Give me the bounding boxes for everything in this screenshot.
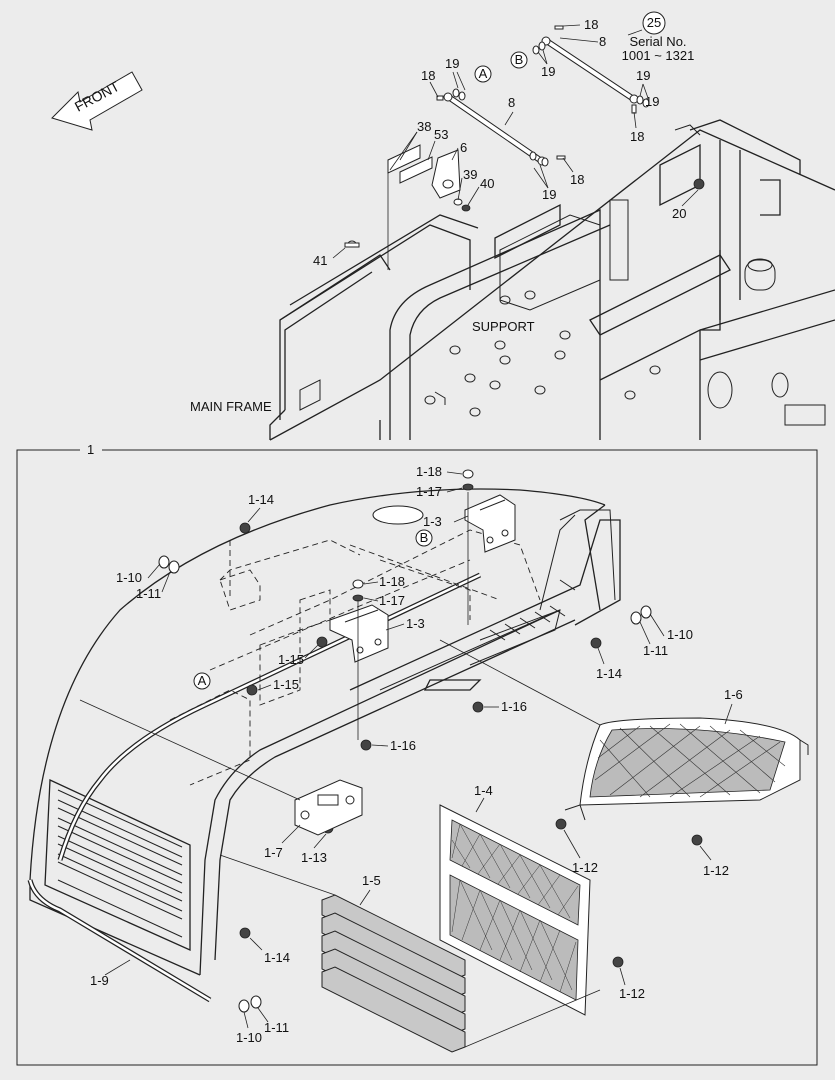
serial-range-label: 1001 ~ 1321 bbox=[622, 48, 695, 63]
foam-strips-1-5 bbox=[321, 894, 466, 1053]
callout-upper-2: 19 bbox=[445, 56, 459, 71]
callout-lower-16: 1-6 bbox=[724, 687, 743, 702]
callout-lower-7: 1-17 bbox=[379, 593, 405, 608]
callout-upper-7: 18 bbox=[630, 129, 644, 144]
main-frame-structure bbox=[269, 119, 835, 441]
mesh-screen-1-6 bbox=[564, 717, 809, 821]
callout-upper-14: 39 bbox=[463, 167, 477, 182]
callout-lower-17: 1-4 bbox=[474, 783, 493, 798]
callout-lower-22: 1-12 bbox=[703, 863, 729, 878]
front-arrow: FRONT bbox=[51, 71, 143, 131]
mesh-screen-1-4 bbox=[439, 804, 591, 1016]
gas-spring-8-right bbox=[541, 36, 639, 104]
main-frame-label: MAIN FRAME bbox=[190, 399, 272, 414]
upper-leaders bbox=[332, 24, 699, 270]
hinge-1-3-top bbox=[464, 494, 516, 553]
hinge-1-3-mid bbox=[329, 604, 389, 663]
ref-a-lower: A bbox=[198, 673, 207, 688]
ref-b-upper: B bbox=[515, 52, 524, 67]
callout-lower-14: 1-16 bbox=[501, 699, 527, 714]
callout-upper-8: 19 bbox=[645, 94, 659, 109]
callout-lower-1: 1-17 bbox=[416, 484, 442, 499]
callout-lower-10: 1-11 bbox=[643, 643, 668, 658]
callout-upper-9: 19 bbox=[542, 187, 556, 202]
callout-lower-6: 1-18 bbox=[379, 574, 405, 589]
callout-upper-5: 19 bbox=[636, 68, 650, 83]
assembly-1-label: 1 bbox=[87, 442, 94, 457]
clips-and-washers bbox=[436, 25, 650, 167]
hardware-nuts-washers bbox=[158, 469, 703, 1013]
callout-upper-11: 38 bbox=[417, 119, 431, 134]
callout-lower-19: 1-13 bbox=[301, 850, 327, 865]
engine-hood bbox=[27, 488, 621, 1003]
callout-upper-4: 18 bbox=[421, 68, 435, 83]
callout-upper-18: 41 bbox=[313, 253, 327, 268]
callout-lower-18: 1-7 bbox=[264, 845, 283, 860]
callout-upper-1: 8 bbox=[599, 34, 606, 49]
callout-lower-8: 1-3 bbox=[406, 616, 425, 631]
upper-callouts: 18 8 19 19 18 19 8 18 19 19 18 38 53 6 3… bbox=[313, 17, 686, 268]
callout-25: 25 bbox=[647, 15, 661, 30]
callout-upper-6: 8 bbox=[508, 95, 515, 110]
callout-lower-15: 1-16 bbox=[390, 738, 416, 753]
callout-upper-17: 20 bbox=[672, 206, 686, 221]
support-label: SUPPORT bbox=[472, 319, 535, 334]
ref-b-lower: B bbox=[420, 530, 429, 545]
callout-lower-26: 1-11 bbox=[264, 1020, 289, 1035]
callout-lower-24: 1-9 bbox=[90, 973, 109, 988]
callout-lower-0: 1-18 bbox=[416, 464, 442, 479]
callout-lower-23: 1-14 bbox=[264, 950, 290, 965]
callout-upper-0: 18 bbox=[584, 17, 598, 32]
callout-upper-3: 19 bbox=[541, 64, 555, 79]
callout-lower-9: 1-10 bbox=[667, 627, 693, 642]
callout-lower-12: 1-15 bbox=[273, 677, 299, 692]
callout-upper-15: 40 bbox=[480, 176, 494, 191]
serial-no-label: Serial No. bbox=[629, 34, 686, 49]
callout-lower-27: 1-10 bbox=[236, 1030, 262, 1045]
callout-lower-2: 1-3 bbox=[423, 514, 442, 529]
ref-a-upper: A bbox=[479, 66, 488, 81]
callout-lower-3: 1-14 bbox=[248, 492, 274, 507]
callout-upper-12: 53 bbox=[434, 127, 448, 142]
callout-lower-20: 1-5 bbox=[362, 873, 381, 888]
callout-lower-21: 1-12 bbox=[572, 860, 598, 875]
callout-lower-13: 1-14 bbox=[596, 666, 622, 681]
callout-lower-4: 1-10 bbox=[116, 570, 142, 585]
callout-upper-13: 6 bbox=[460, 140, 467, 155]
callout-lower-25: 1-12 bbox=[619, 986, 645, 1001]
lower-leaders bbox=[79, 471, 733, 1048]
callout-lower-11: 1-15 bbox=[278, 652, 304, 667]
callout-lower-5: 1-11 bbox=[136, 586, 161, 601]
hidden-brackets bbox=[169, 529, 541, 786]
callout-upper-10: 18 bbox=[570, 172, 584, 187]
hinge-plate-group bbox=[344, 144, 705, 248]
latch-1-7 bbox=[294, 779, 363, 836]
lower-callouts: 1-18 1-17 1-3 1-14 1-10 1-11 1-18 1-17 1… bbox=[90, 464, 743, 1045]
